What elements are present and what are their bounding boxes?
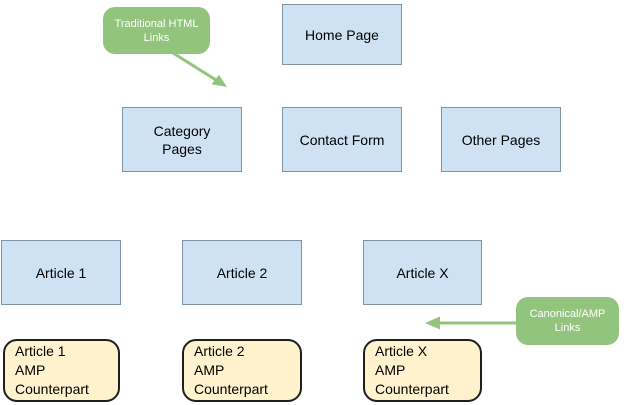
node-contact-form-label: Contact Form <box>299 131 385 148</box>
callout-canonical-line1: Canonical/AMP <box>529 308 606 320</box>
amp-x-line3: Counterpart <box>375 381 449 397</box>
amp-x-line2: AMP <box>375 362 406 378</box>
amp-1-line2: AMP <box>15 362 46 378</box>
node-other-pages: Other Pages <box>441 107 561 172</box>
callout-traditional-line1: Traditional HTML <box>114 17 199 30</box>
amp-2-line1: Article 2 <box>194 343 245 359</box>
node-category-pages-label-line1: Category <box>153 122 211 139</box>
node-category-pages: Category Pages <box>122 107 242 172</box>
node-article-1-amp-counterpart: Article 1 AMP Counterpart <box>3 339 120 402</box>
node-article-2-amp-counterpart: Article 2 AMP Counterpart <box>182 339 302 402</box>
canonical-amp-links-arrow <box>425 316 516 330</box>
node-article-2: Article 2 <box>182 240 302 305</box>
node-other-pages-label: Other Pages <box>461 131 541 148</box>
node-contact-form: Contact Form <box>282 107 402 172</box>
amp-1-line1: Article 1 <box>15 343 66 359</box>
callout-traditional-html-links: Traditional HTML Links <box>103 7 210 54</box>
callout-canonical-amp-links: Canonical/AMP Links <box>516 297 619 345</box>
node-article-x-amp-counterpart: Article X AMP Counterpart <box>363 339 482 402</box>
node-article-2-label: Article 2 <box>216 264 268 281</box>
amp-x-line1: Article X <box>375 343 428 359</box>
callout-traditional-line2: Links <box>143 31 170 44</box>
traditional-links-arrow <box>172 51 227 87</box>
amp-1-line3: Counterpart <box>15 381 89 397</box>
amp-2-line3: Counterpart <box>194 381 268 397</box>
node-home-page-label: Home Page <box>305 26 379 43</box>
callout-canonical-line2: Links <box>554 322 581 334</box>
node-article-1: Article 1 <box>1 240 121 305</box>
node-home-page: Home Page <box>282 4 402 65</box>
node-article-1-label: Article 1 <box>35 264 87 281</box>
node-category-pages-label-line2: Pages <box>162 140 202 157</box>
amp-2-line2: AMP <box>194 362 225 378</box>
node-article-x: Article X <box>363 240 482 305</box>
node-article-x-label: Article X <box>396 264 449 281</box>
